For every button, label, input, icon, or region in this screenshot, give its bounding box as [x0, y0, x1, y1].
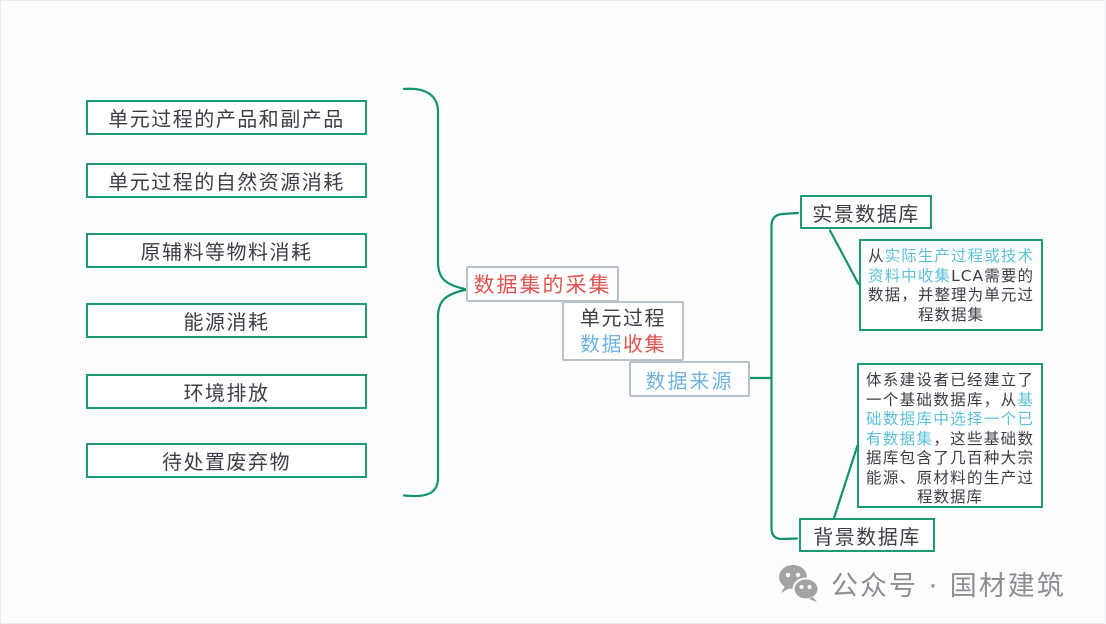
node-waste[interactable]: 待处置废弃物 [86, 443, 367, 478]
left-brace-connector [402, 87, 468, 498]
source-bracket-connector [746, 211, 800, 541]
node-materials[interactable]: 原辅料等物料消耗 [86, 233, 367, 268]
wechat-icon [779, 565, 820, 602]
note-segment: 基础数据库中选择一个已有数据集 [866, 390, 1034, 448]
node-dataset-collection[interactable]: 数据集的采集 [466, 266, 619, 302]
data-word: 数据 [580, 332, 623, 356]
note-segment: 体系建设者已经建立了一个基础数据库，从 [866, 371, 1034, 409]
node-data-collection-label: 数据收集 [580, 331, 666, 357]
note-segment: ，这些基础数据库包含了几百种大宗能源、原材料的生产过程数据库 [866, 429, 1034, 507]
node-background-database[interactable]: 背景数据库 [799, 518, 935, 552]
node-unit-process-label: 单元过程 [580, 306, 666, 330]
node-natural-resources[interactable]: 单元过程的自然资源消耗 [86, 163, 367, 198]
note-segment: 实际生产过程或技术资料中收集 [868, 247, 1034, 285]
node-energy[interactable]: 能源消耗 [86, 303, 367, 338]
watermark-text: 公众号 · 国材建筑 [831, 570, 1066, 602]
note-background-database[interactable]: 体系建设者已经建立了一个基础数据库，从基础数据库中选择一个已有数据集，这些基础数… [857, 363, 1043, 508]
node-foreground-database[interactable]: 实景数据库 [800, 195, 932, 229]
foreground-note-connector [828, 229, 860, 286]
note-segment: LCA需要的数据，并整理为单元过程数据集 [868, 266, 1034, 324]
node-data-source[interactable]: 数据来源 [629, 361, 750, 397]
watermark: 公众号 · 国材建筑 [777, 563, 1066, 603]
node-emissions[interactable]: 环境排放 [86, 374, 367, 409]
background-note-connector [832, 444, 859, 520]
node-unit-process-data-collection[interactable]: 单元过程 数据收集 [562, 301, 684, 361]
node-products[interactable]: 单元过程的产品和副产品 [86, 100, 367, 135]
note-foreground-database[interactable]: 从实际生产过程或技术资料中收集LCA需要的数据，并整理为单元过程数据集 [859, 239, 1043, 331]
note-segment: 从 [868, 247, 885, 265]
collect-word: 收集 [623, 332, 666, 356]
